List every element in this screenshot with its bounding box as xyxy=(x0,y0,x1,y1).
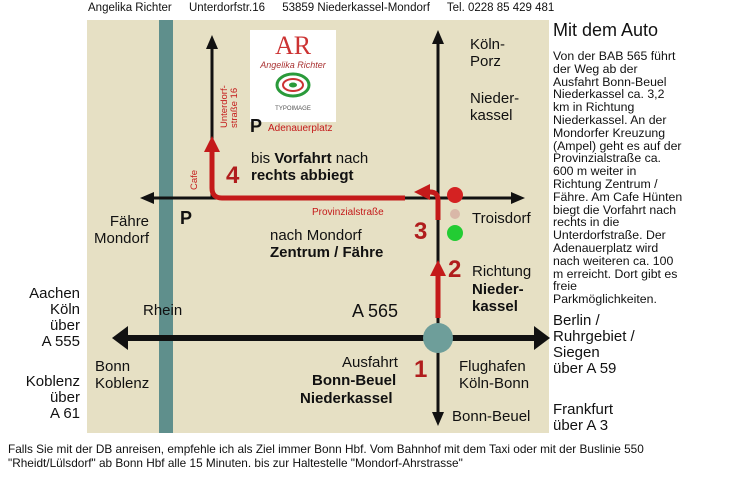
exit-line-3: Niederkassel xyxy=(300,390,393,407)
flughafen-label: Flughafen Köln-Bonn xyxy=(459,358,530,392)
step-1-number: 1 xyxy=(414,356,428,383)
parking-faehre: P xyxy=(180,208,193,228)
header-name: Angelika Richter xyxy=(88,2,172,14)
header-street: Unterdorfstr.16 xyxy=(188,2,266,14)
header: Angelika Richter Unterdorfstr.16 53859 N… xyxy=(88,2,568,14)
route-arrow-4 xyxy=(204,136,220,152)
traffic-light-green xyxy=(447,225,463,241)
traffic-light-red xyxy=(447,187,463,203)
exit-line-2: Bonn-Beuel xyxy=(312,372,397,389)
footer-text: Falls Sie mit der DB anreisen, empfehle … xyxy=(8,442,644,470)
turn-line-1c: nach xyxy=(331,150,369,167)
route-arrow-3 xyxy=(414,184,430,200)
outer-left-top: Aachen Köln über A 555 xyxy=(29,285,80,350)
header-phone: Tel. 0228 85 429 481 xyxy=(446,2,555,14)
west-arrow-faehre xyxy=(140,192,154,204)
route-segment-3 xyxy=(429,189,441,220)
motorway-junction-node xyxy=(423,323,453,353)
north-arrow-unterdorf xyxy=(206,35,218,49)
cafe-label: Cafe xyxy=(189,169,200,190)
turn-line-1a: bis xyxy=(251,150,275,167)
south-arrow-beuel xyxy=(432,412,444,426)
spiral-icon xyxy=(275,72,311,98)
traffic-light-amber xyxy=(450,209,460,219)
logo-name: Angelika Richter xyxy=(260,60,326,70)
north-arrow-porz xyxy=(432,30,444,44)
a565-left-arrow xyxy=(112,326,128,350)
adenauerplatz-label: Adenauerplatz xyxy=(268,123,333,134)
panel-text: Von der BAB 565 führt der Weg ab der Aus… xyxy=(553,49,683,307)
a565-right-arrow xyxy=(534,326,550,350)
outer-right-top: Berlin / Ruhrgebiet / Siegen über A 59 xyxy=(553,312,635,377)
route-arrow-2 xyxy=(430,260,446,276)
mondorf-line-1: nach Mondorf xyxy=(270,227,362,244)
niederkassel-label: Nieder- kassel xyxy=(470,90,520,124)
parking-adenauer: P xyxy=(250,116,263,136)
dir-line-2: Nieder- xyxy=(472,281,524,298)
turn-line-1: bis Vorfahrt nach xyxy=(251,150,368,167)
provinzial-label: Provinzialstraße xyxy=(312,207,384,218)
turn-line-1b: Vorfahrt xyxy=(274,150,332,167)
bonn-beuel-label: Bonn-Beuel xyxy=(452,408,531,425)
step-3-number: 3 xyxy=(414,218,428,245)
dir-line-3: kassel xyxy=(472,298,518,315)
rhine-label: Rhein xyxy=(143,302,183,319)
koeln-porz-label: Köln- Porz xyxy=(470,36,506,70)
logo-letters: AR xyxy=(274,31,312,60)
troisdorf-label: Troisdorf xyxy=(472,210,531,227)
dir-line-1: Richtung xyxy=(472,263,532,280)
step-2-number: 2 xyxy=(448,256,462,283)
route-segment-4 xyxy=(209,150,405,201)
header-city: 53859 Niederkassel-Mondorf xyxy=(282,2,430,14)
outer-left-bottom: Koblenz über A 61 xyxy=(25,373,80,422)
bonn-koblenz-label: Bonn Koblenz xyxy=(95,358,150,392)
faehre-label: Fähre Mondorf xyxy=(94,213,150,247)
turn-line-2: rechts abbiegt xyxy=(251,167,354,184)
exit-line-1: Ausfahrt xyxy=(342,354,398,371)
a565-label: A 565 xyxy=(352,301,399,321)
mondorf-line-2: Zentrum / Fähre xyxy=(270,244,384,261)
east-arrow-troisdorf xyxy=(511,192,525,204)
panel-title: Mit dem Auto xyxy=(553,20,659,40)
step-4-number: 4 xyxy=(226,162,240,189)
logo: AR Angelika Richter TYPOIMAGE xyxy=(250,30,336,122)
outer-right-bottom: Frankfurt über A 3 xyxy=(553,401,614,434)
unterdorf-label: Unterdorf- straße 16 xyxy=(219,85,240,128)
rhine-river xyxy=(159,20,173,433)
logo-brand: TYPOIMAGE xyxy=(275,106,311,112)
